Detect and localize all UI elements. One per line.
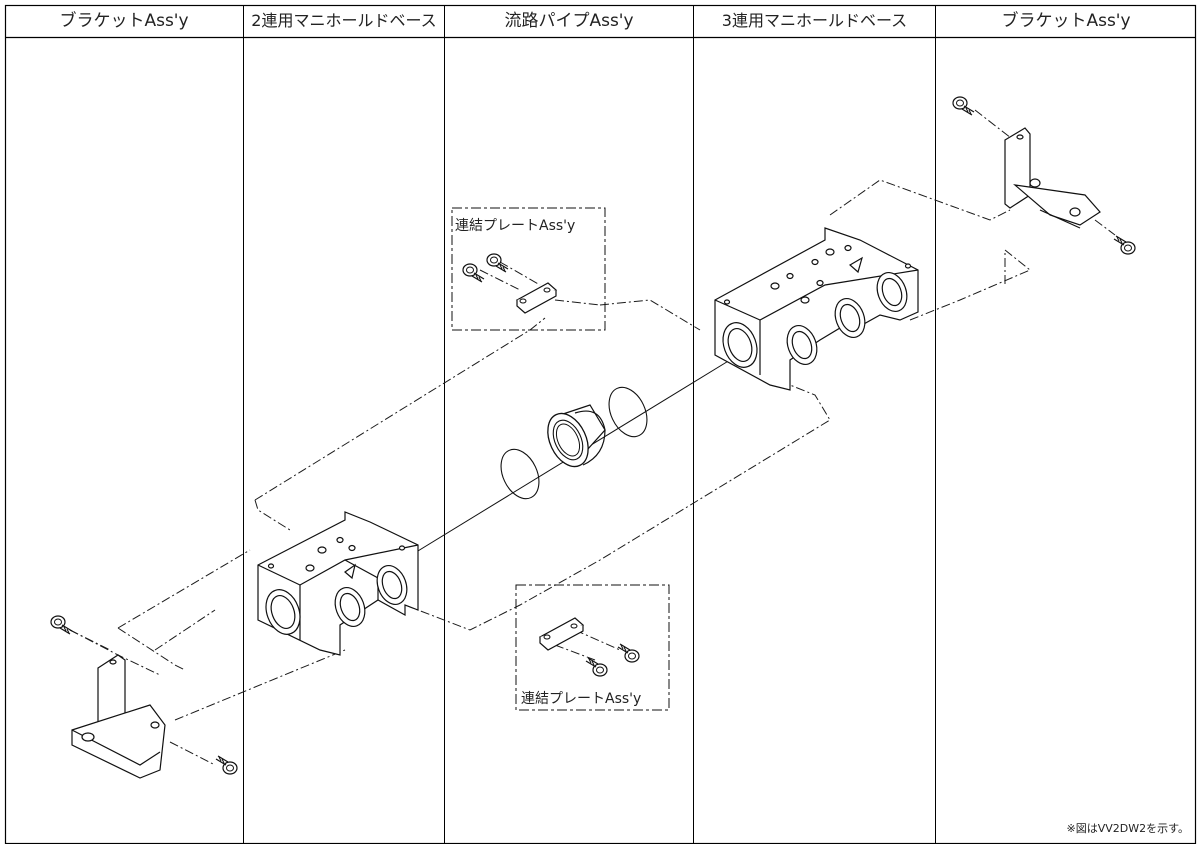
pipe-icon [547, 404, 606, 468]
connecting-plate-icon [515, 282, 558, 314]
screw-icon [952, 96, 1136, 255]
bracket-icon [71, 654, 166, 779]
column-header-row: ブラケットAss'y 2連用マニホールドベース 流路パイプAss'y 3連用マニ… [5, 5, 1196, 37]
column-header-pipe-assy: 流路パイプAss'y [504, 11, 634, 31]
column-header-2-station-manifold: 2連用マニホールドベース [251, 11, 437, 30]
screw-icon [462, 253, 509, 283]
bracket-icon [1004, 127, 1101, 229]
callout-boxes [451, 207, 670, 711]
callout-label-upper-connecting-plate: 連結プレートAss'y [455, 217, 576, 235]
column-header-bracket-right: ブラケットAss'y [1001, 11, 1131, 31]
assembly-centerlines [69, 109, 1116, 766]
connecting-plate-icon [538, 617, 585, 651]
o-ring-icon [500, 386, 648, 500]
manifold-base-icon [257, 511, 419, 656]
callout-label-lower-connecting-plate: 連結プレートAss'y [521, 690, 642, 708]
figure-note: ※図はVV2DW2を示す。 [1066, 822, 1189, 835]
column-header-bracket-left: ブラケットAss'y [59, 11, 189, 31]
manifold-base-icon [714, 227, 919, 391]
column-header-3-station-manifold: 3連用マニホールドベース [721, 11, 908, 30]
